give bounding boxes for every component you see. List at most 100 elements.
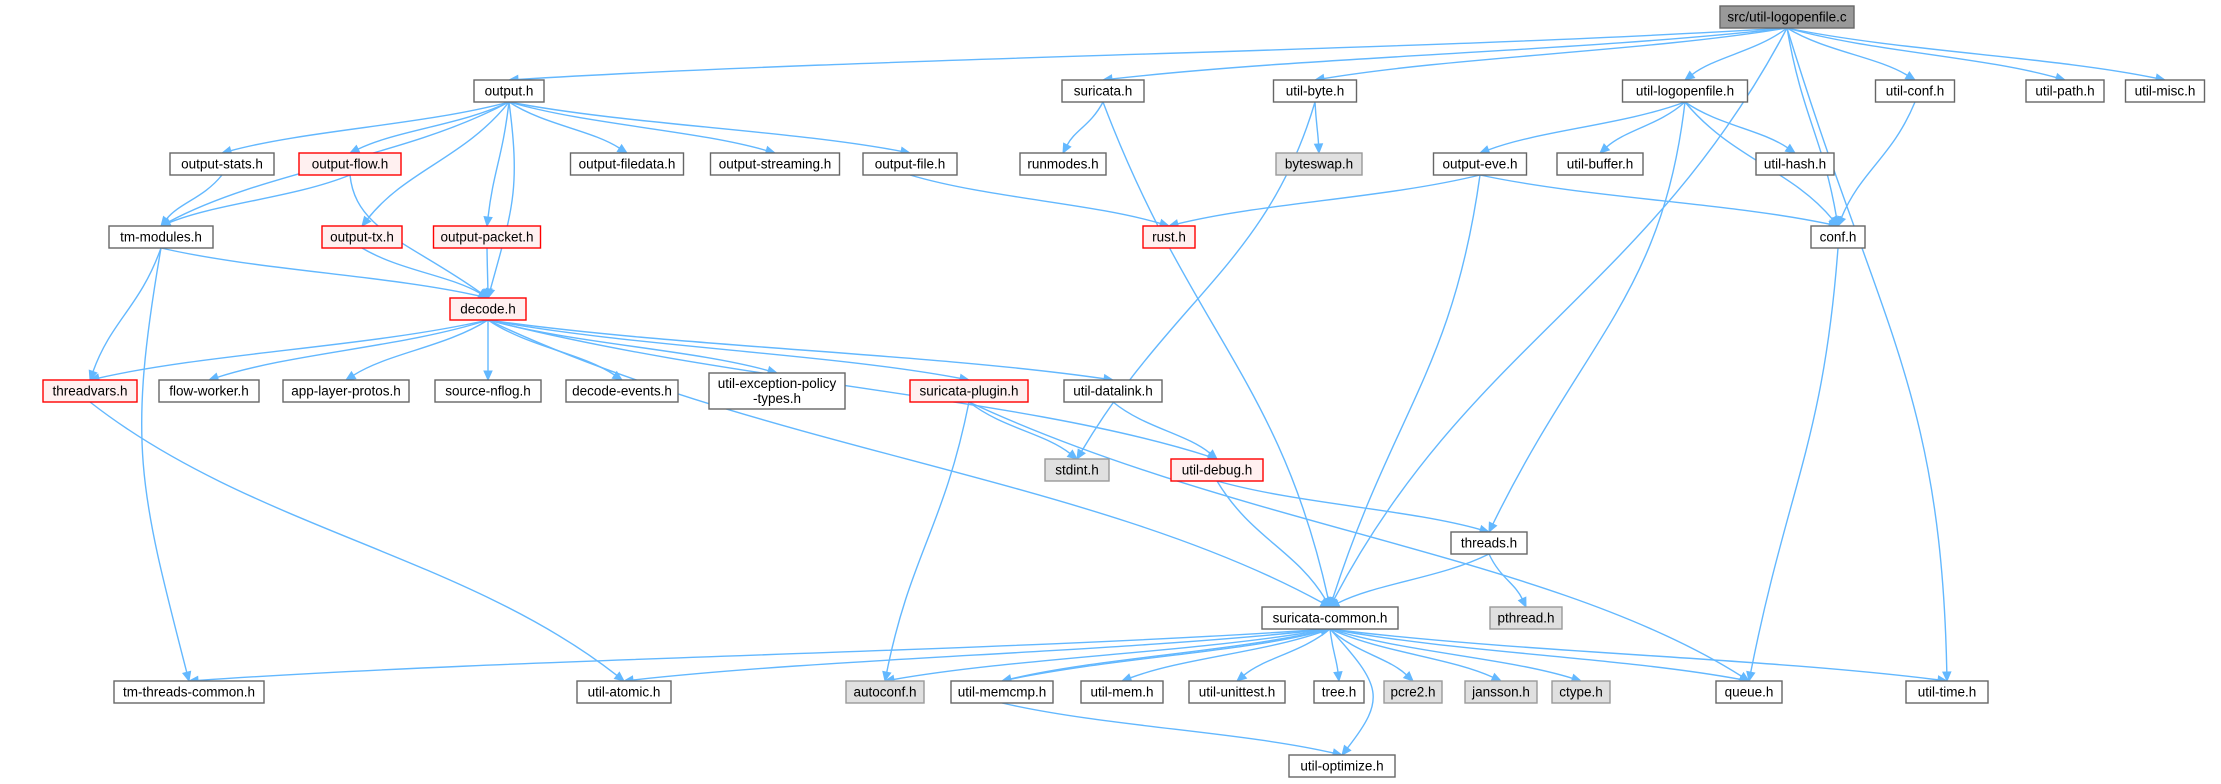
node-box (1080, 680, 1164, 704)
node-output-h[interactable]: output.h (473, 79, 545, 103)
node-output-tx-h[interactable]: output-tx.h (321, 225, 403, 249)
node-label: output-eve.h (1442, 157, 1517, 172)
node-box (1432, 152, 1528, 176)
node-label: util-mem.h (1090, 685, 1153, 700)
node-box (1313, 680, 1365, 704)
node-label: util-logopenfile.h (1636, 84, 1734, 99)
node-label: -types.h (753, 391, 801, 406)
node-output-flow-h[interactable]: output-flow.h (298, 152, 402, 176)
node-box (473, 79, 545, 103)
node-util-time-h[interactable]: util-time.h (1905, 680, 1989, 704)
node-util-debug-h[interactable]: util-debug.h (1170, 458, 1264, 482)
node-queue-h[interactable]: queue.h (1715, 680, 1783, 704)
edge-decode-h-to-app-layer-protos-h (344, 319, 489, 381)
node-threadvars-h[interactable]: threadvars.h (42, 379, 138, 403)
edge-output-tx-h-to-decode-h (361, 247, 490, 299)
edge-conf-h-to-queue-h (1746, 247, 1839, 683)
node-util-logopenfile-h[interactable]: util-logopenfile.h (1621, 79, 1749, 103)
node-box (1556, 152, 1644, 176)
node-box (708, 372, 846, 410)
node-box (909, 379, 1029, 403)
node-tm-threads-common-h[interactable]: tm-threads-common.h (113, 680, 265, 704)
node-flow-worker-h[interactable]: flow-worker.h (158, 379, 260, 403)
node-suricata-h[interactable]: suricata.h (1061, 79, 1145, 103)
node-output-eve-h[interactable]: output-eve.h (1432, 152, 1528, 176)
edge-root-to-util-time-h (1786, 27, 1952, 683)
node-label: runmodes.h (1027, 157, 1098, 172)
node-label: suricata.h (1074, 84, 1133, 99)
node-runmodes-h[interactable]: runmodes.h (1019, 152, 1107, 176)
node-pcre2-h: pcre2.h (1383, 680, 1443, 704)
node-box (113, 680, 265, 704)
node-layer: src/util-logopenfile.c output.h suricata.h… (42, 5, 2206, 778)
node-box (1188, 680, 1286, 704)
node-decode-h[interactable]: decode.h (449, 297, 527, 321)
node-label: util-time.h (1918, 685, 1977, 700)
edge-decode-h-to-threadvars-h (88, 319, 489, 383)
node-source-nflog-h[interactable]: source-nflog.h (434, 379, 542, 403)
node-box (1275, 152, 1363, 176)
node-output-filedata-h[interactable]: output-filedata.h (569, 152, 685, 176)
node-box (1142, 225, 1196, 249)
node-label: queue.h (1725, 685, 1774, 700)
edge-decode-h-to-flow-worker-h (207, 319, 489, 382)
node-box (1063, 379, 1163, 403)
node-util-byte-h[interactable]: util-byte.h (1272, 79, 1358, 103)
node-output-stats-h[interactable]: output-stats.h (169, 152, 275, 176)
node-util-exception-policy-types-h[interactable]: util-exception-policy-types.h (708, 372, 846, 410)
node-util-path-h[interactable]: util-path.h (2025, 79, 2105, 103)
edge-suricata-common-h-to-util-optimize-h (1329, 628, 1374, 756)
node-decode-events-h[interactable]: decode-events.h (565, 379, 679, 403)
node-output-file-h[interactable]: output-file.h (862, 152, 958, 176)
node-label: decode-events.h (572, 384, 672, 399)
node-suricata-common-h[interactable]: suricata-common.h (1261, 606, 1399, 630)
node-util-hash-h[interactable]: util-hash.h (1755, 152, 1835, 176)
node-util-atomic-h[interactable]: util-atomic.h (576, 680, 672, 704)
node-util-buffer-h[interactable]: util-buffer.h (1556, 152, 1644, 176)
node-rust-h[interactable]: rust.h (1142, 225, 1196, 249)
node-label: src/util-logopenfile.c (1727, 10, 1847, 25)
node-box (1170, 458, 1264, 482)
node-threads-h[interactable]: threads.h (1450, 531, 1528, 555)
node-util-datalink-h[interactable]: util-datalink.h (1063, 379, 1163, 403)
node-util-memcmp-h[interactable]: util-memcmp.h (950, 680, 1054, 704)
node-box (169, 152, 275, 176)
node-label: pcre2.h (1390, 685, 1435, 700)
node-output-packet-h[interactable]: output-packet.h (432, 225, 542, 249)
node-label: flow-worker.h (169, 384, 249, 399)
node-label: output-stats.h (181, 157, 263, 172)
node-suricata-plugin-h[interactable]: suricata-plugin.h (909, 379, 1029, 403)
node-tree-h[interactable]: tree.h (1313, 680, 1365, 704)
node-util-mem-h[interactable]: util-mem.h (1080, 680, 1164, 704)
edge-threads-h-to-pthread-h (1488, 553, 1527, 609)
edge-suricata-common-h-to-ctype-h (1329, 628, 1583, 683)
node-ctype-h: ctype.h (1551, 680, 1611, 704)
node-tm-modules-h[interactable]: tm-modules.h (108, 225, 214, 249)
node-label: util-byte.h (1286, 84, 1345, 99)
node-app-layer-protos-h[interactable]: app-layer-protos.h (282, 379, 410, 403)
edge-threadvars-h-to-util-atomic-h (89, 401, 625, 682)
node-label: jansson.h (1471, 685, 1530, 700)
node-jansson-h: jansson.h (1464, 680, 1538, 704)
node-util-optimize-h[interactable]: util-optimize.h (1288, 754, 1396, 778)
node-util-misc-h[interactable]: util-misc.h (2124, 79, 2206, 103)
node-label: rust.h (1152, 230, 1186, 245)
node-box (1551, 680, 1611, 704)
edge-decode-h-to-source-nflog-h (483, 320, 493, 382)
edge-tm-modules-h-to-tm-threads-common-h (140, 247, 192, 683)
node-util-conf-h[interactable]: util-conf.h (1874, 79, 1956, 103)
edge-output-packet-h-to-decode-h (483, 247, 493, 300)
node-box (298, 152, 402, 176)
edge-suricata-plugin-h-to-stdint-h (968, 401, 1078, 460)
node-util-unittest-h[interactable]: util-unittest.h (1188, 680, 1286, 704)
edge-root-to-suricata-common-h (1329, 27, 1788, 609)
node-label: threads.h (1461, 536, 1517, 551)
node-conf-h[interactable]: conf.h (1810, 225, 1866, 249)
node-box (1450, 531, 1528, 555)
edge-root-to-conf-h (1786, 27, 1842, 228)
node-box (1019, 152, 1107, 176)
node-label: tm-threads-common.h (123, 685, 255, 700)
edge-suricata-common-h-to-pcre2-h (1329, 628, 1414, 682)
node-label: pthread.h (1497, 611, 1554, 626)
node-output-streaming-h[interactable]: output-streaming.h (709, 152, 841, 176)
